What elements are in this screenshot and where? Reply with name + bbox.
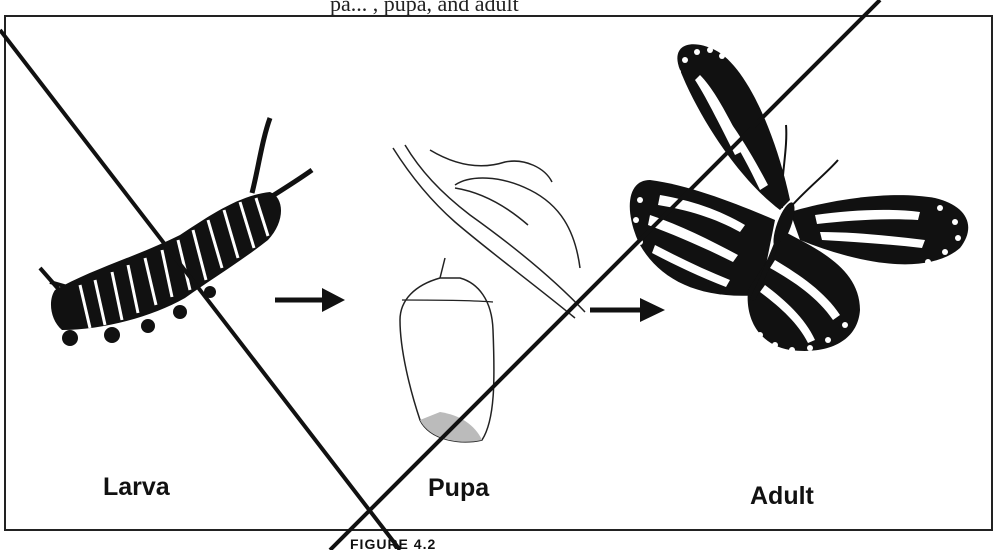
stage-label-pupa: Pupa	[428, 474, 489, 503]
arrow-larva-to-pupa	[275, 288, 345, 312]
arrow-pupa-to-adult	[590, 298, 665, 322]
caterpillar-illustration	[40, 118, 312, 346]
stage-label-larva: Larva	[103, 473, 170, 502]
chrysalis-illustration	[400, 258, 494, 442]
stage-label-adult: Adult	[750, 482, 814, 511]
